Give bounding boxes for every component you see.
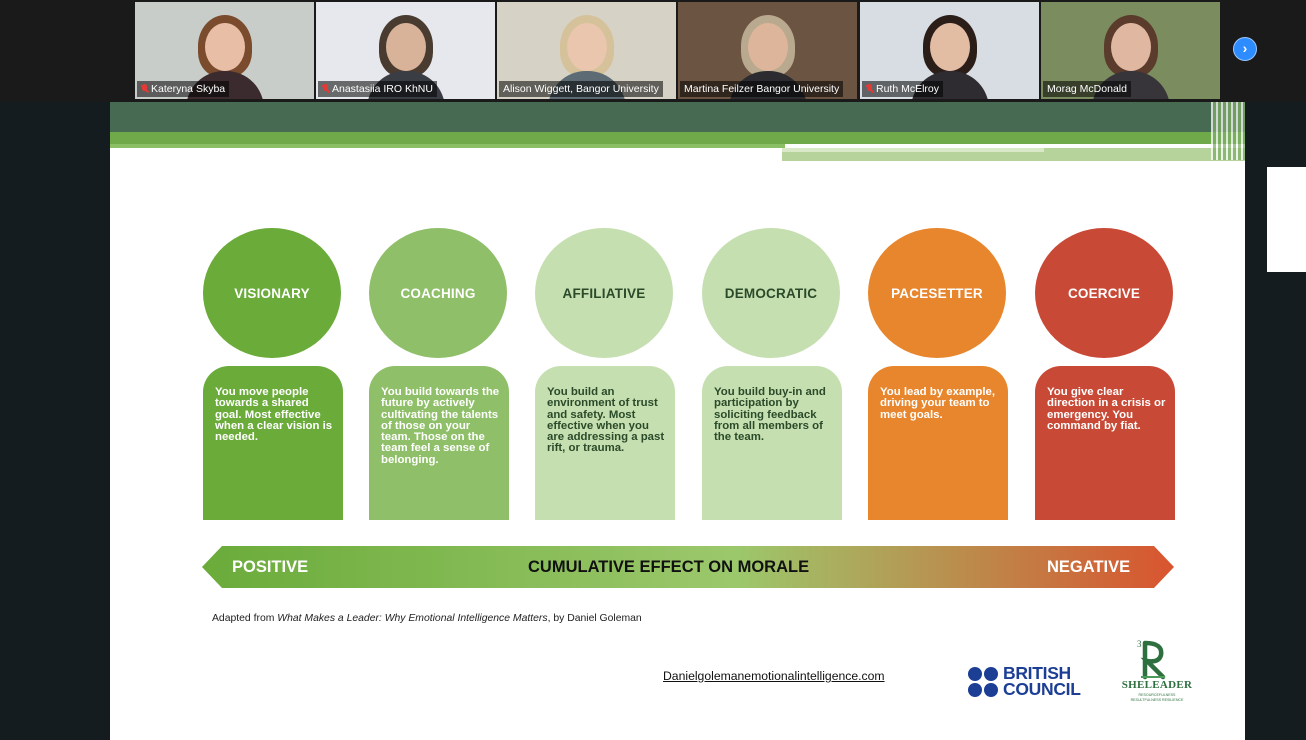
- shared-screen-slide: POSITIVE CUMULATIVE EFFECT ON MORALE NEG…: [110, 102, 1245, 740]
- participant-tile[interactable]: Morag McDonald: [1041, 2, 1220, 99]
- header-band-right-highlight: [782, 148, 1044, 152]
- participant-name-tag: Ruth McElroy: [862, 81, 944, 97]
- participant-name-tag: Morag McDonald: [1043, 81, 1131, 97]
- website-link[interactable]: Danielgolemanemotionalintelligence.com: [663, 669, 885, 683]
- morale-title: CUMULATIVE EFFECT ON MORALE: [528, 558, 810, 576]
- sheleader-logo: 3 SHELEADER RESOURCEFULNESS RESULTFULNES…: [1103, 637, 1213, 717]
- participant-name: Kateryna Skyba: [151, 83, 226, 95]
- style-description-card: You give clear direction in a crisis or …: [1035, 366, 1175, 520]
- style-circle: VISIONARY: [203, 228, 341, 358]
- british-council-line1: BRITISH: [1003, 663, 1071, 683]
- participant-name: Anastasiia IRO KhNU: [332, 83, 433, 95]
- participant-tile[interactable]: Kateryna Skyba: [135, 2, 314, 99]
- style-description-card: You lead by example, driving your team t…: [868, 366, 1008, 520]
- participant-tile[interactable]: Martina Feilzer Bangor University: [678, 2, 857, 99]
- participant-name: Alison Wiggett, Bangor University: [503, 83, 659, 95]
- style-circle: AFFILIATIVE: [535, 228, 673, 358]
- participant-name: Morag McDonald: [1047, 83, 1127, 95]
- next-page-button[interactable]: ›: [1233, 37, 1257, 61]
- participant-name-tag: Alison Wiggett, Bangor University: [499, 81, 663, 97]
- credit-title: What Makes a Leader: Why Emotional Intel…: [277, 613, 548, 624]
- sheleader-emblem-icon: 3: [1137, 639, 1166, 680]
- credit-suffix: , by Daniel Goleman: [547, 613, 642, 624]
- svg-text:3: 3: [1137, 639, 1142, 649]
- participant-name: Ruth McElroy: [876, 83, 940, 95]
- style-description-card: You build an environment of trust and sa…: [535, 366, 675, 520]
- muted-mic-icon: [322, 84, 329, 94]
- participant-tile[interactable]: Ruth McElroy: [860, 2, 1039, 99]
- header-stripes: [1211, 102, 1245, 160]
- participant-tile[interactable]: Alison Wiggett, Bangor University: [497, 2, 676, 99]
- style-description-card: You build towards the future by actively…: [369, 366, 509, 520]
- source-credit: Adapted from What Makes a Leader: Why Em…: [212, 613, 642, 624]
- participant-video: [1091, 13, 1170, 99]
- style-circle: PACESETTER: [868, 228, 1006, 358]
- participant-strip: Kateryna Skyba Anastasiia IRO KhNU Alison …: [0, 0, 1306, 102]
- british-council-dots-icon: [968, 667, 1000, 699]
- participant-name: Martina Feilzer Bangor University: [684, 83, 840, 95]
- floating-panel: [1267, 167, 1306, 272]
- positive-label: POSITIVE: [232, 558, 309, 576]
- participant-tile[interactable]: Anastasiia IRO KhNU: [316, 2, 495, 99]
- sheleader-tagline: RESOURCEFULNESS RESULTFULNESS RESILIENCE: [1130, 693, 1184, 702]
- style-circle: COERCIVE: [1035, 228, 1173, 358]
- participant-name-tag: Anastasiia IRO KhNU: [318, 81, 437, 97]
- style-description-card: You move people towards a shared goal. M…: [203, 366, 343, 520]
- sheleader-name: SHELEADER: [1121, 679, 1193, 691]
- style-circle: COACHING: [369, 228, 507, 358]
- negative-label: NEGATIVE: [1047, 558, 1131, 576]
- header-band-accent: [110, 132, 1245, 144]
- participant-name-tag: Kateryna Skyba: [137, 81, 230, 97]
- style-circle: DEMOCRATIC: [702, 228, 840, 358]
- style-description-card: You build buy-in and participation by so…: [702, 366, 842, 520]
- header-band: [110, 102, 1245, 132]
- credit-prefix: Adapted from: [212, 613, 278, 624]
- participant-name-tag: Martina Feilzer Bangor University: [680, 81, 844, 97]
- muted-mic-icon: [866, 84, 873, 94]
- chevron-right-icon: ›: [1242, 40, 1248, 56]
- header-band-thin: [110, 144, 785, 148]
- morale-arrow: [202, 546, 1174, 588]
- muted-mic-icon: [141, 84, 148, 94]
- british-council-line2: COUNCIL: [1003, 678, 1081, 699]
